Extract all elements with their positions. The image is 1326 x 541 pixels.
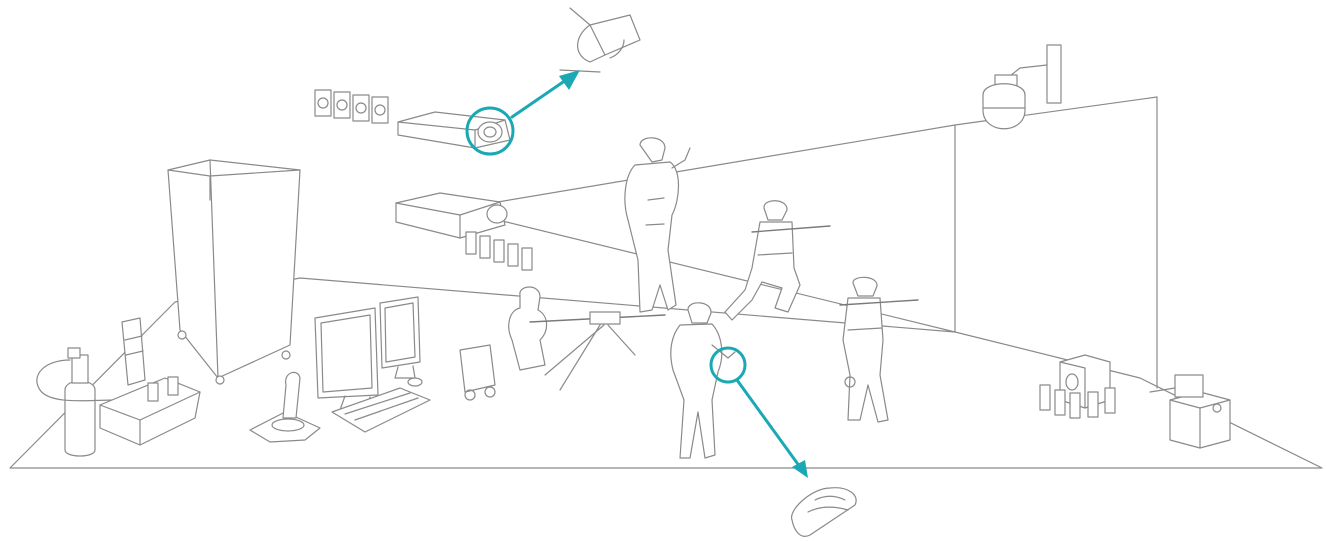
soldier-icon <box>840 277 918 422</box>
soldier-icon <box>625 138 690 312</box>
ptz-camera-icon <box>983 45 1061 129</box>
projector-icon <box>315 90 510 148</box>
callout-tracker <box>711 348 808 478</box>
projector-lens-detail-icon <box>560 8 640 72</box>
air-compressor-icon <box>1150 375 1230 448</box>
joystick-icon <box>250 372 320 442</box>
cabinet-icon <box>168 160 300 384</box>
rear-projector-icon <box>396 193 532 270</box>
soldier-icon <box>725 201 830 320</box>
tracker-device-icon <box>792 488 857 537</box>
speaker-system-icon <box>1040 355 1115 418</box>
mounted-machine-gun-icon <box>460 287 665 400</box>
gas-cylinder-icon <box>37 348 115 456</box>
